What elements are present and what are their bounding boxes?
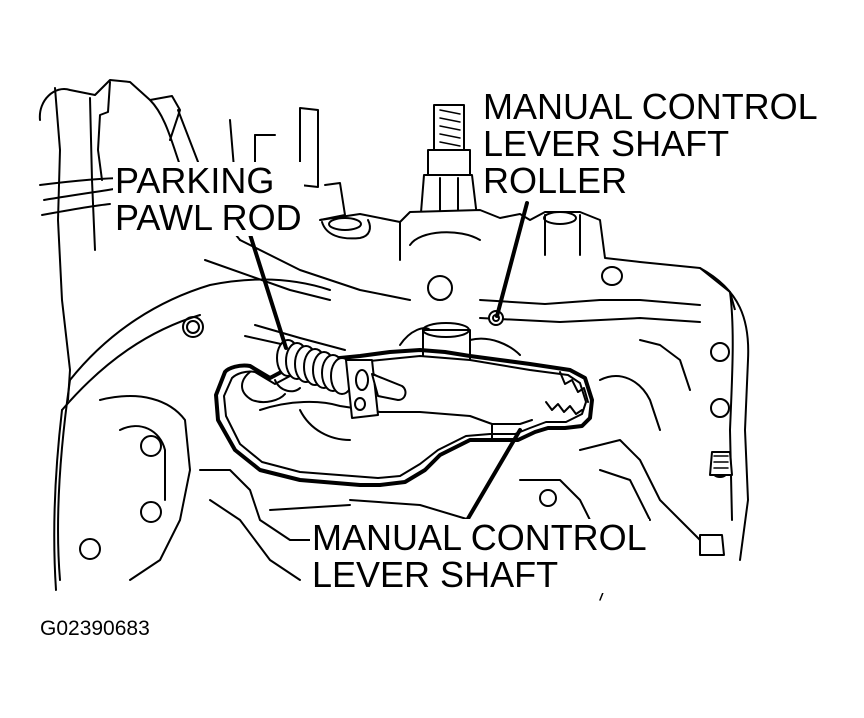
callout-parking-pawl-rod: PARKING PAWL ROD: [113, 160, 304, 238]
manual-control-lever: [214, 348, 594, 487]
callout-manual-control-lever-shaft: MANUAL CONTROL LEVER SHAFT: [310, 517, 649, 595]
leader-parking-pawl-rod: [246, 226, 288, 350]
callout-roller: MANUAL CONTROL LEVER SHAFT ROLLER: [481, 86, 820, 201]
case-bolts-right: [699, 451, 733, 556]
case-gasket-rim: [53, 267, 750, 591]
parking-pawl-rod: [244, 324, 407, 419]
leader-roller: [495, 201, 529, 318]
pawl-rod-spring: [276, 339, 354, 395]
figure-id: G02390683: [40, 617, 150, 640]
roller: [488, 310, 504, 326]
valve-body-housing: [204, 209, 736, 323]
shaft-bolt-top: [419, 104, 479, 226]
leader-lever-shaft: [464, 428, 522, 524]
